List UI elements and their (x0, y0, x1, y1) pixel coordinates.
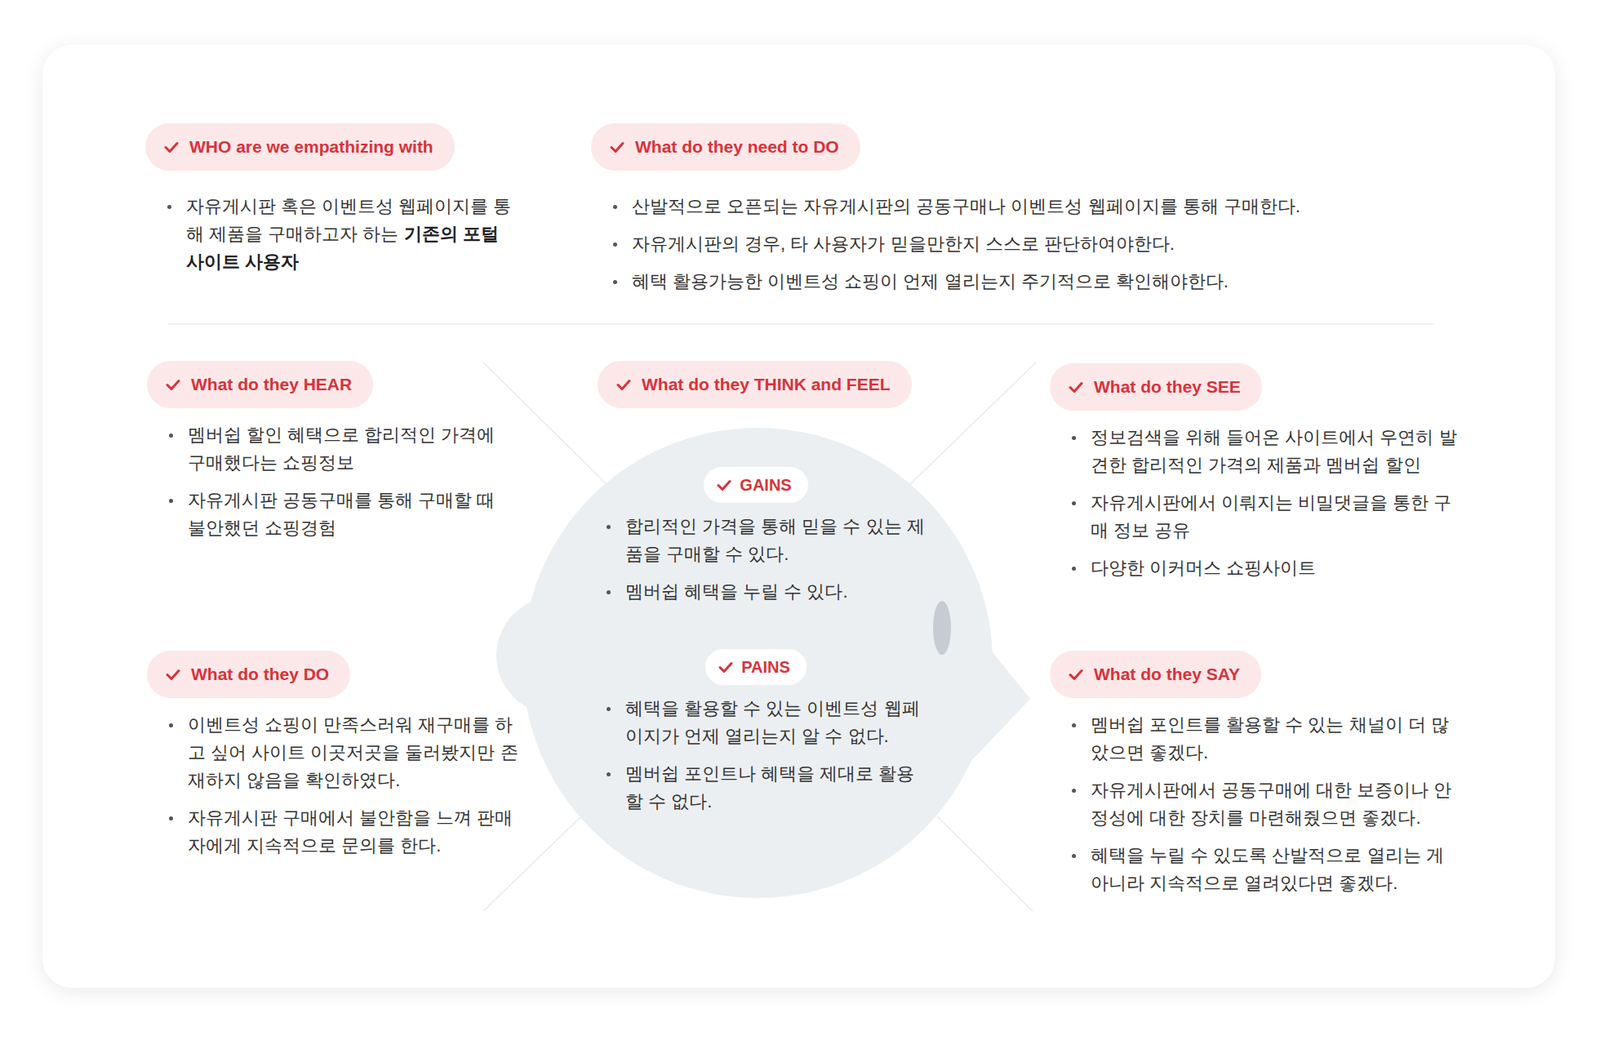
map-section: What do they SEE 정보검색을 위해 들어온 사이트에서 우연히 발… (1049, 363, 1458, 583)
bullet-text: 혜택을 활용할 수 있는 이벤트성 웹페이지가 언제 열리는지 알 수 없다. (625, 697, 920, 747)
map-section: GAINS 합리적인 가격을 통해 믿을 수 있는 제품을 구매할 수 있다. 멤버… (584, 466, 928, 606)
section-heading: What do they SAY (1093, 664, 1240, 685)
check-mark (718, 480, 730, 489)
check-mark (611, 142, 623, 152)
bullet-text: 멤버쉽 혜택을 누릴 수 있다. (625, 581, 849, 602)
bullet-text: 자유게시판의 경우, 타 사용자가 믿을만한지 스스로 판단하여야한다. (631, 233, 1175, 254)
bullet-item: 멤버쉽 포인트를 활용할 수 있는 채널이 더 많았으면 좋겠다. (1049, 711, 1458, 767)
map-section: What do they DO 이벤트성 쇼핑이 만족스러워 재구매를 하고 싶어… (146, 650, 523, 860)
check-icon (164, 141, 179, 154)
bullet-text: 산발적으로 오픈되는 자유게시판의 공동구매나 이벤트성 웹페이지를 통해 구매… (631, 195, 1301, 217)
bullet-item: 자유게시판 공동구매를 통해 구매할 때 불안했던 쇼핑경험 (146, 486, 515, 543)
section-heading-pill: What do they DO (146, 650, 351, 698)
bullet-text: 멤버쉽 포인트를 활용할 수 있는 채널이 더 많았으면 좋겠다. (1090, 714, 1449, 763)
section-heading-pill: What do they HEAR (146, 360, 374, 409)
check-mark (167, 670, 179, 679)
bullet-text: 자유게시판 구매에서 불안함을 느껴 판매자에게 지속적으로 문의를 한다. (187, 807, 513, 856)
section-heading: What do they need to DO (635, 137, 840, 157)
bullet-item: 이벤트성 쇼핑이 만족스러워 재구매를 하고 싶어 사이트 이곳저곳을 둘러봤지… (146, 711, 523, 795)
section-heading: PAINS (741, 657, 791, 677)
bullet-item: 멤버쉽 포인트나 혜택을 제대로 활용할 수 없다. (584, 760, 928, 816)
bullet-item: 혜택 활용가능한 이벤트성 쇼핑이 언제 열리는지 주기적으로 확인해야한다. (591, 267, 1449, 296)
think-feel-head: What do they THINK and FEEL GAINS 합리적인 가격을… (493, 360, 1032, 900)
check-mark (1070, 670, 1082, 679)
check-icon (1068, 668, 1084, 681)
bullet-item: 자유게시판의 경우, 타 사용자가 믿을만한지 스스로 판단하여야한다. (591, 230, 1449, 258)
bullet-item: 자유게시판에서 이뤄지는 비밀댓글을 통한 구매 정보 공유 (1049, 488, 1458, 545)
section-heading: WHO are we empathizing with (189, 137, 434, 157)
map-section: What do they HEAR 멤버쉽 할인 혜택으로 합리적인 가격에 구매… (146, 360, 515, 543)
section-heading: What do they THINK and FEEL (641, 374, 891, 395)
bullet-item: 자유게시판 혹은 이벤트성 웹페이지를 통해 제품을 구매하고자 하는기존의 포… (145, 192, 513, 276)
diagonal-line (937, 816, 1033, 912)
bullet-item: 합리적인 가격을 통해 믿을 수 있는 제품을 구매할 수 있다. (584, 512, 928, 569)
bullet-item: 산발적으로 오픈되는 자유게시판의 공동구매나 이벤트성 웹페이지를 통해 구매… (591, 192, 1449, 221)
check-icon (165, 378, 181, 392)
diagonal-line (907, 362, 1036, 487)
map-section: What do they need to DO 산발적으로 오픈되는 자유게시판의… (591, 123, 1449, 296)
bullet-text: 혜택 활용가능한 이벤트성 쇼핑이 언제 열리는지 주기적으로 확인해야한다. (631, 271, 1229, 292)
check-icon (165, 668, 181, 681)
bullet-text: 혜택을 누릴 수 있도록 산발적으로 열리는 게 아니라 지속적으로 열려있다면… (1090, 844, 1445, 894)
check-icon (609, 141, 625, 154)
check-mark (1070, 382, 1082, 392)
check-mark (617, 380, 630, 389)
check-icon (716, 479, 732, 492)
bullet-text: 다양한 이커머스 쇼핑사이트 (1090, 557, 1316, 578)
bullet-text: 자유게시판에서 공동구매에 대한 보증이나 안정성에 대한 장치를 마련해줬으면… (1090, 779, 1452, 828)
bullet-text: 멤버쉽 할인 혜택으로 합리적인 가격에 구매했다는 쇼핑정보 (187, 424, 495, 473)
bullet-item: 혜택을 활용할 수 있는 이벤트성 웹페이지가 언제 열리는지 알 수 없다. (584, 694, 928, 751)
bullet-item: 정보검색을 위해 들어온 사이트에서 우연히 발견한 합리적인 가격의 제품과 … (1049, 423, 1458, 480)
bullet-text: 멤버쉽 포인트나 혜택을 제대로 활용할 수 없다. (625, 763, 915, 812)
diagonal-line (483, 362, 608, 485)
section-heading: What do they SEE (1093, 377, 1241, 397)
check-icon (718, 661, 734, 674)
map-section: PAINS 혜택을 활용할 수 있는 이벤트성 웹페이지가 언제 열리는지 알 수… (584, 648, 928, 816)
bullet-item: 자유게시판 구매에서 불안함을 느껴 판매자에게 지속적으로 문의를 한다. (146, 804, 523, 860)
section-heading-pill: What do they SEE (1049, 363, 1263, 411)
check-icon (616, 378, 632, 392)
head-silhouette (493, 360, 1032, 900)
check-mark (167, 380, 179, 389)
section-heading-pill: GAINS (703, 466, 808, 503)
section-heading-pill: What do they THINK and FEEL (597, 360, 912, 409)
head-circle (522, 427, 993, 898)
section-heading: GAINS (739, 475, 792, 495)
bullet-text: 자유게시판 공동구매를 통해 구매할 때 불안했던 쇼핑경험 (187, 489, 495, 538)
bullet-item: 멤버쉽 할인 혜택으로 합리적인 가격에 구매했다는 쇼핑정보 (146, 421, 515, 477)
check-mark (720, 662, 732, 672)
check-icon (1068, 381, 1084, 394)
section-heading-pill: What do they SAY (1049, 650, 1262, 698)
bullet-item: 멤버쉽 혜택을 누릴 수 있다. (584, 577, 928, 606)
map-section: What do they SAY 멤버쉽 포인트를 활용할 수 있는 채널이 더 … (1049, 650, 1458, 898)
bullet-item: 자유게시판에서 공동구매에 대한 보증이나 안정성에 대한 장치를 마련해줬으면… (1049, 776, 1458, 832)
bullet-text: 자유게시판에서 이뤄지는 비밀댓글을 통한 구매 정보 공유 (1090, 492, 1452, 541)
section-heading-pill: PAINS (705, 648, 807, 685)
bullet-item: 혜택을 누릴 수 있도록 산발적으로 열리는 게 아니라 지속적으로 열려있다면… (1049, 841, 1458, 898)
check-mark (165, 142, 178, 152)
map-section: WHO are we empathizing with 자유게시판 혹은 이벤트성… (145, 123, 513, 276)
section-heading-pill: What do they need to DO (591, 123, 861, 171)
head-eye (933, 600, 952, 655)
bullet-item: 다양한 이커머스 쇼핑사이트 (1049, 554, 1458, 583)
section-heading: What do they DO (191, 664, 329, 685)
bullet-text: 정보검색을 위해 들어온 사이트에서 우연히 발견한 합리적인 가격의 제품과 … (1090, 426, 1458, 476)
divider-line (168, 323, 1434, 325)
diagonal-line (483, 816, 582, 912)
section-heading-pill: WHO are we empathizing with (145, 123, 455, 171)
section-heading: What do they HEAR (191, 374, 352, 395)
bullet-text: 이벤트성 쇼핑이 만족스러워 재구매를 하고 싶어 사이트 이곳저곳을 둘러봤지… (187, 714, 519, 791)
bullet-text: 합리적인 가격을 통해 믿을 수 있는 제품을 구매할 수 있다. (625, 515, 925, 565)
